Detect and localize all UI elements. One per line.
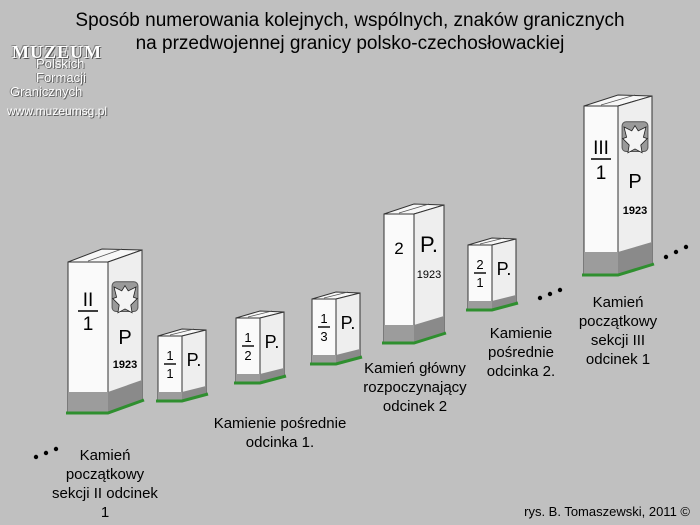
label-kamien-sekcji-III: Kamień początkowy sekcji III odcinek 1 bbox=[578, 294, 658, 368]
stone-top-groove bbox=[398, 203, 430, 214]
stone-front-face bbox=[67, 261, 109, 413]
stone-letter: P. bbox=[341, 313, 356, 333]
stone-fraction-numerator: III bbox=[593, 138, 609, 159]
boundary-stone-6: 2 1 P. bbox=[466, 237, 519, 312]
logo-line-3: Granicznych bbox=[10, 84, 83, 99]
boundary-stone-4: 1 3 P. bbox=[310, 291, 363, 366]
title-line-1: Sposób numerowania kolejnych, wspólnych,… bbox=[75, 10, 625, 31]
continuation-dot bbox=[33, 454, 39, 460]
stone-front-face bbox=[157, 335, 183, 401]
stone-letter: P bbox=[118, 327, 131, 349]
stone-number: 2 bbox=[394, 239, 403, 258]
ground-line bbox=[156, 392, 209, 403]
stone-front-face bbox=[383, 213, 415, 343]
stone-fraction-denominator: 3 bbox=[320, 329, 327, 344]
stone-fraction-denominator: 1 bbox=[166, 366, 173, 381]
stone-top-groove bbox=[323, 291, 349, 299]
stone-year: 1923 bbox=[113, 359, 137, 371]
ground-line bbox=[234, 374, 287, 385]
stone-fraction-numerator: II bbox=[83, 290, 94, 311]
stone-base-front bbox=[468, 301, 492, 309]
stone-fraction-denominator: 1 bbox=[476, 275, 483, 290]
continuation-dot bbox=[683, 244, 689, 250]
eagle-icon bbox=[111, 284, 139, 314]
stone-fraction-numerator: 1 bbox=[244, 330, 251, 345]
stone-top-groove bbox=[87, 248, 123, 262]
stone-base-front bbox=[236, 374, 260, 382]
stone-base-side bbox=[108, 380, 142, 412]
continuation-dot bbox=[53, 446, 59, 452]
stone-top-groove bbox=[479, 237, 505, 245]
ground-line bbox=[582, 262, 655, 277]
stone-top-groove bbox=[247, 310, 273, 318]
stone-base-side bbox=[260, 368, 284, 382]
stone-base-side bbox=[182, 386, 206, 400]
label-kamienie-odcinka-2: Kamienie pośrednie odcinka 2. bbox=[486, 325, 556, 380]
stone-fraction-denominator: 2 bbox=[244, 348, 251, 363]
stone-base-front bbox=[312, 355, 336, 363]
logo-muzeum-text: MUZEUM bbox=[12, 42, 102, 62]
stone-fraction-numerator: 1 bbox=[166, 348, 173, 363]
stone-base-front bbox=[384, 325, 414, 342]
continuation-dot bbox=[673, 249, 679, 255]
stone-fraction-denominator: 1 bbox=[596, 163, 607, 184]
stone-letter: P bbox=[628, 171, 641, 193]
eagle-icon bbox=[621, 124, 649, 154]
continuation-dot bbox=[537, 295, 543, 301]
ground-line bbox=[466, 301, 519, 312]
stone-front-face bbox=[583, 105, 619, 275]
ground-line bbox=[66, 398, 145, 415]
continuation-dot bbox=[43, 450, 49, 456]
label-kamien-sekcji-II: Kamień początkowy sekcji II odcinek 1 bbox=[52, 447, 158, 521]
stone-fraction-denominator: 1 bbox=[83, 314, 94, 335]
stone-letter: P. bbox=[187, 350, 202, 370]
logo-line-1: Polskich bbox=[36, 56, 85, 71]
label-kamien-glowny: Kamień główny rozpoczynający odcinek 2 bbox=[363, 360, 467, 415]
stone-year: 1923 bbox=[623, 205, 647, 217]
continuation-dot bbox=[557, 287, 563, 293]
stone-top-groove bbox=[600, 94, 636, 106]
title-line-2: na przedwojennej granicy polsko-czechosł… bbox=[135, 33, 565, 54]
stone-base-front bbox=[68, 392, 108, 412]
stone-year: 1923 bbox=[417, 269, 441, 281]
stone-letter: P. bbox=[265, 332, 280, 352]
stone-fraction-numerator: 2 bbox=[476, 257, 483, 272]
logo-url: www.muzeumsg.pl bbox=[7, 104, 108, 118]
boundary-stone-2: 1 1 P. bbox=[156, 328, 209, 403]
continuation-dot bbox=[663, 254, 669, 260]
ground-line bbox=[310, 355, 363, 366]
boundary-stone-5: 2 P. 1923 bbox=[382, 203, 447, 345]
stone-base-side bbox=[414, 316, 444, 342]
boundary-stone-3: 1 2 P. bbox=[234, 310, 287, 385]
author-credit: rys. B. Tomaszewski, 2011 © bbox=[524, 504, 690, 519]
ground-line bbox=[382, 331, 447, 345]
stone-top-groove bbox=[169, 328, 195, 336]
stone-base-side bbox=[492, 295, 516, 309]
stone-front-face bbox=[467, 244, 493, 310]
label-kamienie-odcinka-1: Kamienie pośrednie odcinka 1. bbox=[213, 415, 347, 451]
stone-letter: P. bbox=[420, 232, 438, 257]
stone-front-face bbox=[311, 298, 337, 364]
boundary-stone-1: II 1P 1923 bbox=[66, 248, 145, 415]
logo-line-2: Formacji bbox=[36, 70, 86, 85]
stone-base-front bbox=[584, 252, 618, 274]
stone-base-front bbox=[158, 392, 182, 400]
continuation-dot bbox=[547, 291, 553, 297]
stone-base-side bbox=[336, 349, 360, 363]
stone-letter: P. bbox=[497, 259, 512, 279]
stone-fraction-numerator: 1 bbox=[320, 311, 327, 326]
